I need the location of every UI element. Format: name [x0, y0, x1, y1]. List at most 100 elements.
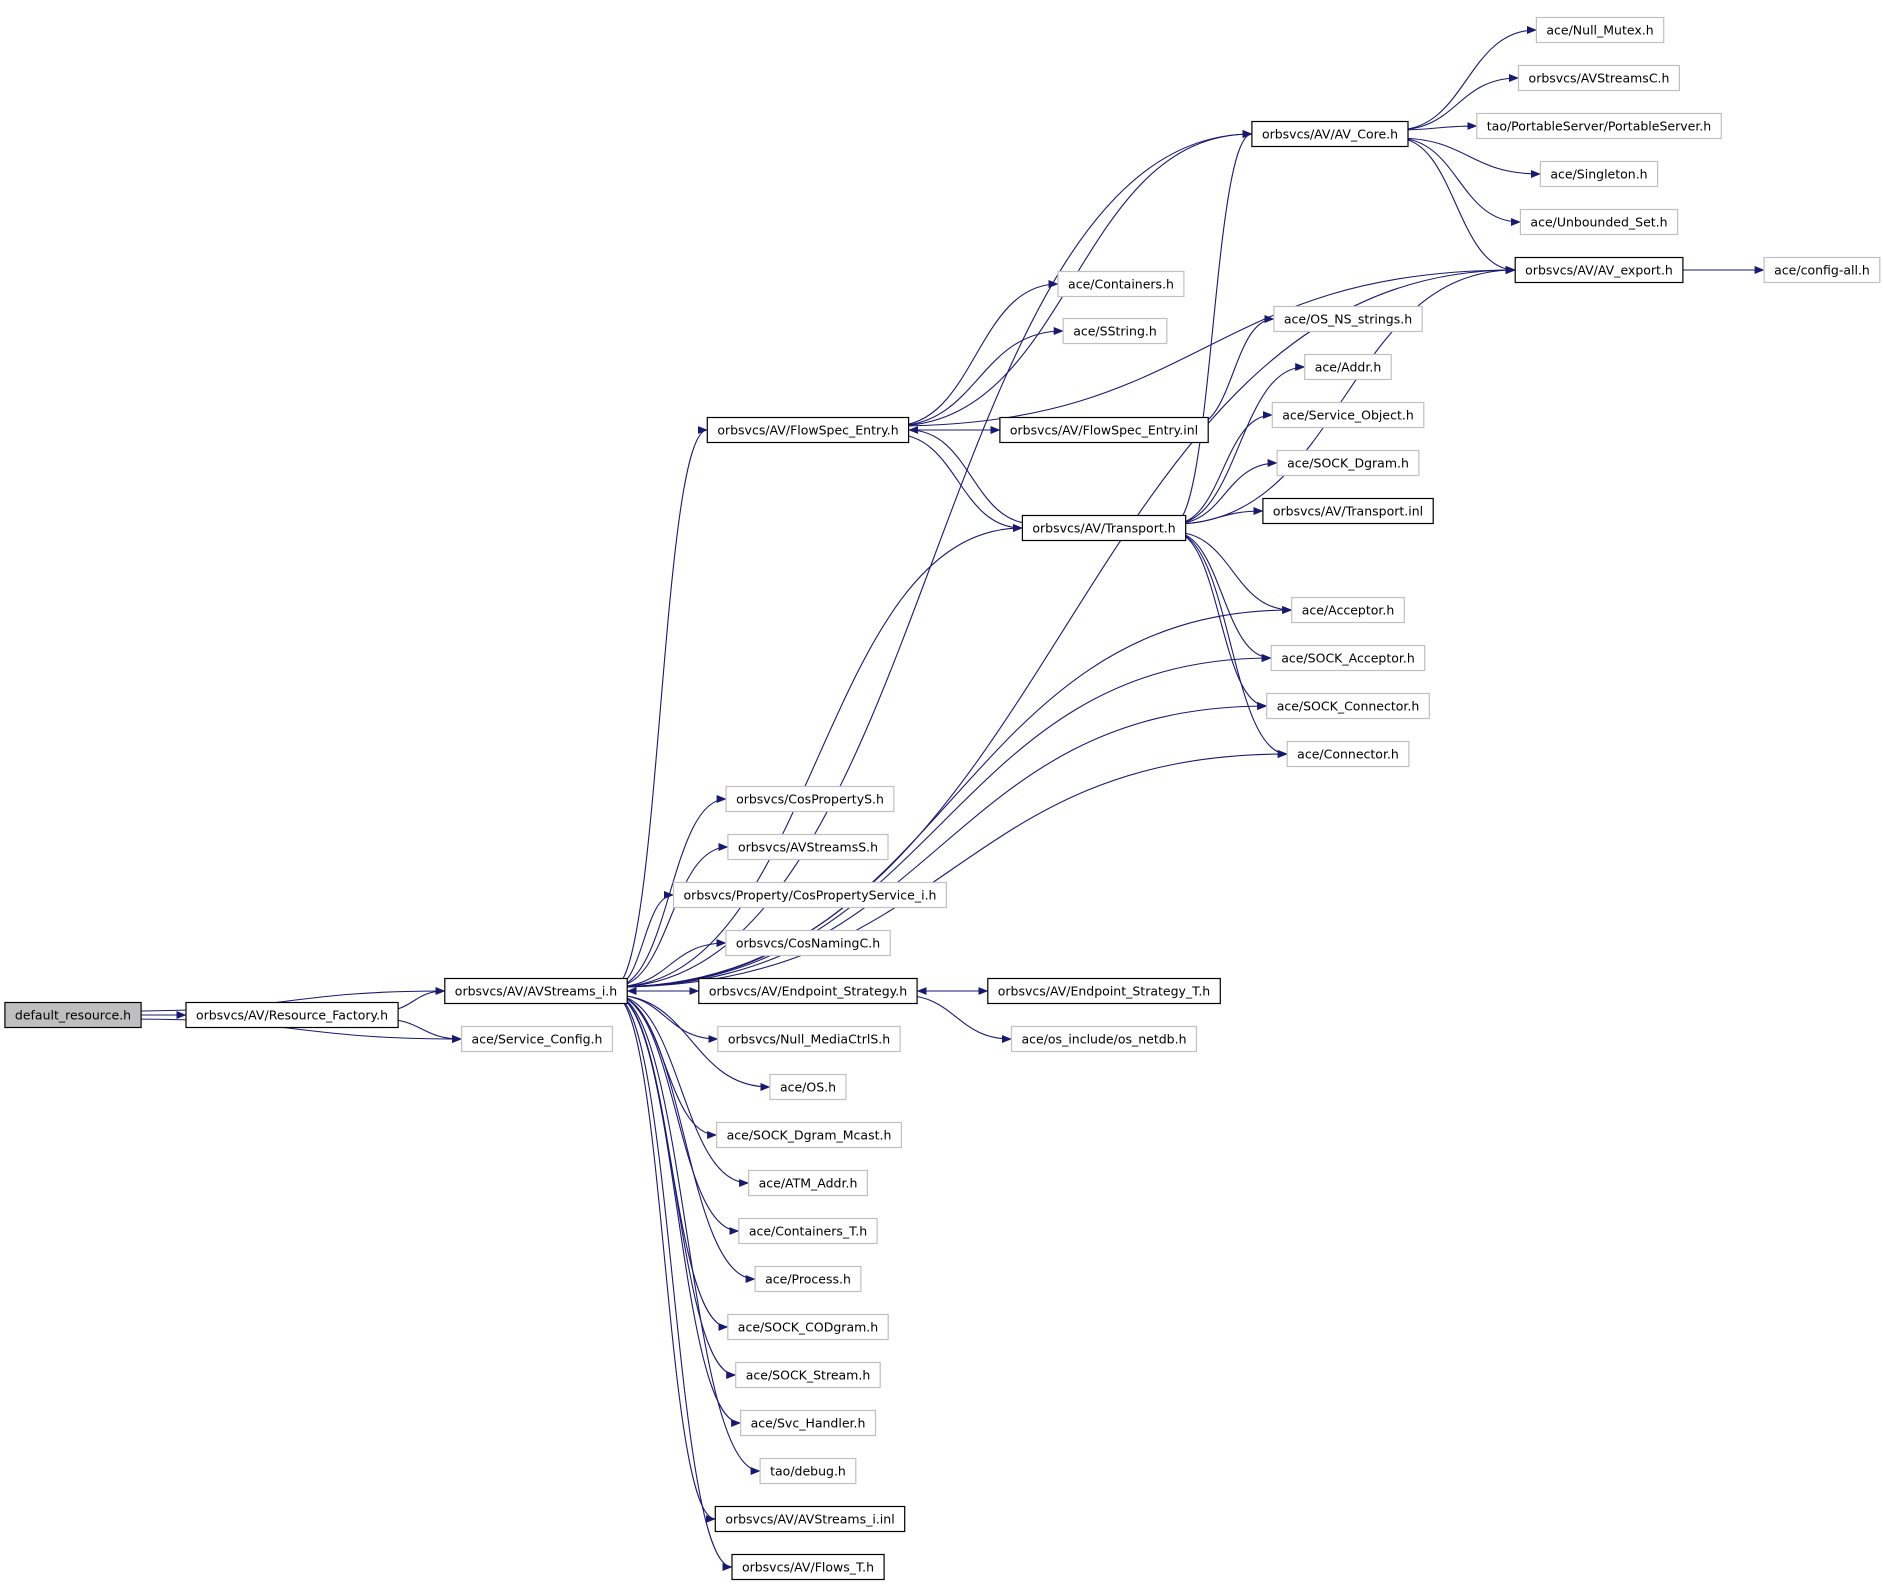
- edge-transport-to-av-export: [1173, 266, 1516, 525]
- node-box: [727, 1313, 889, 1341]
- node-label: orbsvcs/AV/AVStreams_i.h: [455, 984, 617, 999]
- node-box: [1273, 305, 1423, 333]
- node-service-config[interactable]: ace/Service_Config.h: [461, 1025, 614, 1053]
- node-sock-dgram-mcast[interactable]: ace/SOCK_Dgram_Mcast.h: [715, 1121, 902, 1149]
- node-label: ace/SOCK_Connector.h: [1277, 699, 1420, 714]
- edge-avstreams-i-to-flows-t: [613, 994, 733, 1571]
- node-label: ace/config-all.h: [1774, 263, 1870, 278]
- node-box: [759, 1457, 857, 1485]
- node-default-resource[interactable]: default_resource.h: [4, 1001, 142, 1029]
- node-box: [727, 833, 889, 861]
- node-tao-debug[interactable]: tao/debug.h: [759, 1457, 857, 1485]
- node-box: [731, 1553, 885, 1581]
- node-atm-addr[interactable]: ace/ATM_Addr.h: [747, 1169, 868, 1197]
- edge-avstreams-i-to-os-h: [613, 994, 771, 1091]
- edge-av-core-to-avstreamsc: [1396, 74, 1519, 131]
- node-label: default_resource.h: [15, 1008, 131, 1023]
- node-label: orbsvcs/AVStreamsS.h: [738, 840, 878, 855]
- edge-flowspec-entry-to-containers: [893, 280, 1059, 427]
- edge-avstreams-i-to-process: [613, 994, 756, 1283]
- node-box: [1539, 160, 1659, 188]
- node-cospropertys[interactable]: orbsvcs/CosPropertyS.h: [725, 785, 895, 813]
- node-os-h[interactable]: ace/OS.h: [769, 1073, 847, 1101]
- edge-avstreams-i-to-atm-addr: [613, 994, 750, 1187]
- node-sock-dgram[interactable]: ace/SOCK_Dgram.h: [1276, 449, 1420, 477]
- node-os-ns-strings[interactable]: ace/OS_NS_strings.h: [1273, 305, 1423, 333]
- node-label: orbsvcs/AVStreamsC.h: [1529, 71, 1670, 86]
- edge-avstreams-i-to-containers-t: [613, 994, 740, 1235]
- node-connector[interactable]: ace/Connector.h: [1286, 740, 1410, 768]
- node-sock-stream[interactable]: ace/SOCK_Stream.h: [735, 1361, 881, 1389]
- node-containers[interactable]: ace/Containers.h: [1057, 270, 1185, 298]
- node-label: ace/SOCK_Dgram_Mcast.h: [727, 1128, 892, 1143]
- node-flows-t[interactable]: orbsvcs/AV/Flows_T.h: [731, 1553, 885, 1581]
- node-box: [706, 416, 910, 444]
- node-acceptor[interactable]: ace/Acceptor.h: [1291, 596, 1405, 624]
- node-endpoint-strategy[interactable]: orbsvcs/AV/Endpoint_Strategy.h: [698, 977, 918, 1005]
- node-service-object[interactable]: ace/Service_Object.h: [1271, 401, 1425, 429]
- edge-transport-to-sock-dgram: [1173, 459, 1278, 525]
- node-box: [1763, 256, 1881, 284]
- edge-avstreams-i-to-svc-handler: [613, 994, 742, 1427]
- node-label: ace/Service_Object.h: [1282, 408, 1414, 423]
- node-transport[interactable]: orbsvcs/AV/Transport.h: [1021, 514, 1187, 542]
- node-resource-factory[interactable]: orbsvcs/AV/Resource_Factory.h: [185, 1001, 399, 1029]
- node-unbounded-set[interactable]: ace/Unbounded_Set.h: [1519, 208, 1679, 236]
- node-avstreams-i[interactable]: orbsvcs/AV/AVStreams_i.h: [444, 977, 628, 1005]
- node-box: [1517, 64, 1680, 92]
- node-label: orbsvcs/AV/Flows_T.h: [742, 1560, 874, 1575]
- node-transport-inl[interactable]: orbsvcs/AV/Transport.inl: [1262, 497, 1434, 525]
- node-flowspec-entry-inl[interactable]: orbsvcs/AV/FlowSpec_Entry.inl: [999, 416, 1209, 444]
- node-cospropertyservice-i[interactable]: orbsvcs/Property/CosPropertyService_i.h: [672, 881, 947, 909]
- node-process[interactable]: ace/Process.h: [754, 1265, 862, 1293]
- node-endpoint-strategy-t[interactable]: orbsvcs/AV/Endpoint_Strategy_T.h: [987, 977, 1221, 1005]
- node-label: orbsvcs/AV/AVStreams_i.inl: [725, 1512, 894, 1527]
- node-label: orbsvcs/AV/Endpoint_Strategy.h: [709, 984, 907, 999]
- edge-avstreams-i-to-cosnamingc: [613, 939, 727, 988]
- node-addr[interactable]: ace/Addr.h: [1304, 353, 1392, 381]
- node-label: orbsvcs/CosNamingC.h: [736, 936, 880, 951]
- node-sock-acceptor[interactable]: ace/SOCK_Acceptor.h: [1270, 644, 1426, 672]
- node-box: [1021, 514, 1187, 542]
- node-config-all[interactable]: ace/config-all.h: [1763, 256, 1881, 284]
- edge-transport-to-acceptor: [1173, 531, 1293, 614]
- node-svc-handler[interactable]: ace/Svc_Handler.h: [739, 1409, 877, 1437]
- node-flowspec-entry[interactable]: orbsvcs/AV/FlowSpec_Entry.h: [706, 416, 910, 444]
- node-box: [754, 1265, 862, 1293]
- node-avstreams-i-inl[interactable]: orbsvcs/AV/AVStreams_i.inl: [714, 1505, 906, 1533]
- node-label: orbsvcs/AV/Endpoint_Strategy_T.h: [998, 984, 1210, 999]
- node-avstreamss[interactable]: orbsvcs/AVStreamsS.h: [727, 833, 889, 861]
- node-sstring[interactable]: ace/SString.h: [1062, 317, 1168, 345]
- node-containers-t[interactable]: ace/Containers_T.h: [738, 1217, 878, 1245]
- node-portableserver[interactable]: tao/PortableServer/PortableServer.h: [1476, 112, 1722, 140]
- node-box: [714, 1505, 906, 1533]
- edge-avstreams-i-to-flowspec-entry: [613, 426, 708, 988]
- edge-av-core-to-null-mutex: [1396, 26, 1537, 131]
- node-box: [715, 1121, 902, 1149]
- node-box: [4, 1001, 142, 1029]
- node-sock-connector[interactable]: ace/SOCK_Connector.h: [1266, 692, 1430, 720]
- node-box: [725, 929, 891, 957]
- node-sock-codgram[interactable]: ace/SOCK_CODgram.h: [727, 1313, 889, 1341]
- edge-avstreams-i-to-connector: [613, 750, 1288, 988]
- node-box: [1251, 120, 1409, 148]
- node-os-netdb[interactable]: ace/os_include/os_netdb.h: [1010, 1025, 1198, 1053]
- node-av-export[interactable]: orbsvcs/AV/AV_export.h: [1514, 256, 1684, 284]
- node-label: ace/SOCK_Acceptor.h: [1281, 651, 1415, 666]
- node-box: [672, 881, 947, 909]
- node-av-core[interactable]: orbsvcs/AV/AV_Core.h: [1251, 120, 1409, 148]
- edge-flowspec-entry-to-sstring: [893, 327, 1064, 427]
- node-box: [1286, 740, 1410, 768]
- node-label: ace/Containers_T.h: [749, 1224, 867, 1239]
- node-singleton[interactable]: ace/Singleton.h: [1539, 160, 1659, 188]
- node-null-mutex[interactable]: ace/Null_Mutex.h: [1535, 16, 1665, 44]
- node-label: ace/SOCK_Stream.h: [746, 1368, 871, 1383]
- node-box: [1304, 353, 1392, 381]
- node-avstreamsc[interactable]: orbsvcs/AVStreamsC.h: [1517, 64, 1680, 92]
- node-null-mediactrls[interactable]: orbsvcs/Null_MediaCtrlS.h: [717, 1025, 901, 1053]
- node-cosnamingc[interactable]: orbsvcs/CosNamingC.h: [725, 929, 891, 957]
- node-box: [1514, 256, 1684, 284]
- edge-avstreams-i-to-acceptor: [613, 606, 1293, 988]
- node-label: orbsvcs/AV/AV_Core.h: [1262, 127, 1398, 142]
- node-box: [747, 1169, 868, 1197]
